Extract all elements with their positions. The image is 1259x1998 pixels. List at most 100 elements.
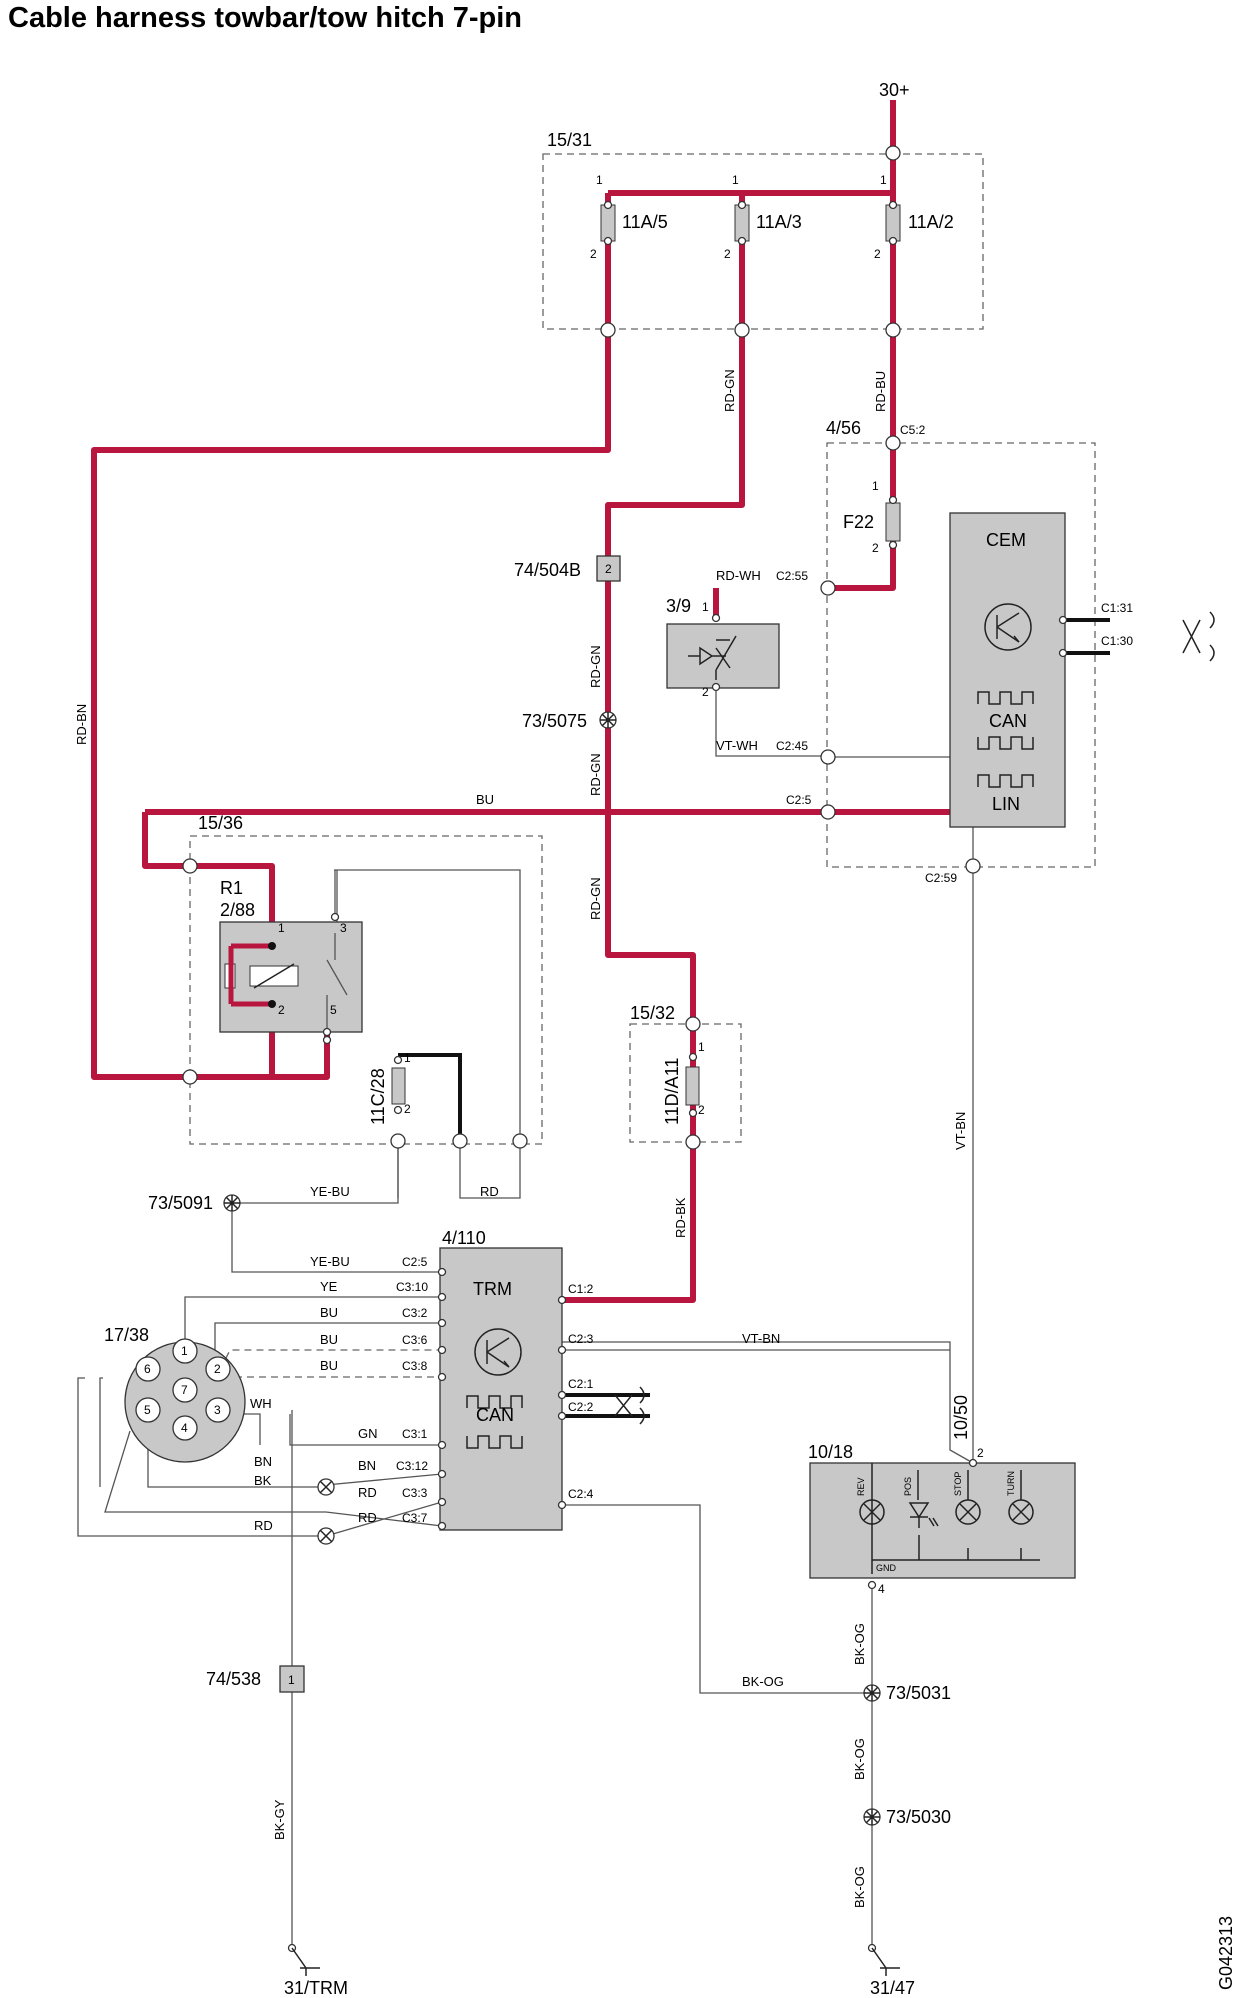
svg-text:30+: 30+ — [879, 80, 910, 100]
svg-text:GN: GN — [358, 1426, 378, 1441]
svg-text:2: 2 — [874, 247, 881, 261]
svg-text:F22: F22 — [843, 512, 874, 532]
svg-text:REV: REV — [856, 1477, 866, 1496]
svg-text:2: 2 — [605, 562, 612, 576]
splice-bn-bk-icon — [317, 1478, 335, 1496]
svg-text:2: 2 — [404, 1102, 411, 1116]
turn-lamp-icon — [1008, 1499, 1034, 1525]
svg-text:7: 7 — [181, 1383, 188, 1397]
fuse-11c28 — [391, 1067, 406, 1105]
cem-transistor-icon — [984, 603, 1032, 651]
svg-text:11C/28: 11C/28 — [368, 1068, 388, 1125]
fuse-11a3: 11A/3 — [734, 204, 802, 242]
figure-id: G042313 — [1216, 1916, 1236, 1990]
svg-text:RD: RD — [254, 1518, 273, 1533]
svg-text:1: 1 — [278, 921, 285, 935]
trm-can-twisted-pair-icon — [614, 1386, 645, 1425]
svg-text:31/TRM: 31/TRM — [284, 1978, 348, 1998]
svg-text:BU: BU — [320, 1305, 338, 1320]
can-waveform-icon — [977, 691, 1034, 705]
svg-text:C3:8: C3:8 — [402, 1359, 428, 1373]
svg-text:15/36: 15/36 — [198, 813, 243, 833]
svg-text:2: 2 — [702, 685, 709, 699]
svg-text:RD-BK: RD-BK — [673, 1197, 688, 1238]
svg-text:1: 1 — [880, 173, 887, 187]
svg-text:LIN: LIN — [992, 794, 1020, 814]
svg-text:VT-WH: VT-WH — [716, 738, 758, 753]
svg-text:2: 2 — [977, 1446, 984, 1460]
svg-text:1: 1 — [288, 1673, 295, 1687]
can-bus-twisted-pair-icon — [1182, 611, 1215, 662]
splice-73-5075-icon — [599, 711, 617, 729]
svg-text:17/38: 17/38 — [104, 1325, 149, 1345]
trm-can-waveform-icon — [466, 1395, 523, 1409]
lin-waveform-icon — [977, 774, 1034, 788]
svg-text:YE-BU: YE-BU — [310, 1184, 350, 1199]
svg-text:2/88: 2/88 — [220, 900, 255, 920]
svg-text:1: 1 — [872, 479, 879, 493]
ground-31-trm-icon — [291, 1947, 320, 1976]
splice-73-5091-icon — [223, 1194, 241, 1212]
svg-text:2: 2 — [590, 247, 597, 261]
connection-nodes — [182, 145, 1068, 1953]
svg-text:C2:59: C2:59 — [925, 871, 957, 885]
svg-text:74/538: 74/538 — [206, 1669, 261, 1689]
svg-text:C3:10: C3:10 — [396, 1280, 428, 1294]
cem-module: CEM CAN LIN — [949, 512, 1066, 828]
svg-text:10/18: 10/18 — [808, 1442, 853, 1462]
svg-text:BK-OG: BK-OG — [742, 1674, 784, 1689]
svg-text:RD-BU: RD-BU — [873, 371, 888, 412]
svg-text:10/50: 10/50 — [951, 1395, 971, 1440]
svg-text:YE-BU: YE-BU — [310, 1254, 350, 1269]
svg-text:STOP: STOP — [953, 1472, 963, 1496]
svg-text:YE: YE — [320, 1279, 338, 1294]
ground-31-47-icon — [871, 1947, 900, 1976]
splice-73-5031-icon — [863, 1684, 881, 1702]
svg-text:4/110: 4/110 — [442, 1228, 486, 1248]
svg-text:6: 6 — [144, 1362, 151, 1376]
svg-text:C2:5: C2:5 — [786, 793, 812, 807]
svg-text:1: 1 — [181, 1344, 188, 1358]
svg-text:RD-GN: RD-GN — [588, 877, 603, 920]
svg-text:4: 4 — [181, 1421, 188, 1435]
svg-text:C2:5: C2:5 — [402, 1255, 428, 1269]
svg-text:74/504B: 74/504B — [514, 560, 581, 580]
svg-text:2: 2 — [278, 1003, 285, 1017]
svg-text:C3:6: C3:6 — [402, 1333, 428, 1347]
svg-text:C1:2: C1:2 — [568, 1282, 594, 1296]
splice-markers — [223, 711, 881, 1826]
svg-text:4/56: 4/56 — [826, 418, 861, 438]
svg-text:R1: R1 — [220, 878, 243, 898]
svg-text:CAN: CAN — [476, 1405, 514, 1425]
svg-text:2: 2 — [698, 1103, 705, 1117]
socket-17-38: 1 2 3 4 5 6 7 — [124, 1338, 246, 1463]
svg-text:C2:1: C2:1 — [568, 1377, 594, 1391]
svg-text:2: 2 — [724, 247, 731, 261]
trm-module: TRM CAN — [439, 1247, 563, 1531]
svg-text:BN: BN — [254, 1454, 272, 1469]
svg-text:VT-BN: VT-BN — [953, 1112, 968, 1150]
svg-text:BK-OG: BK-OG — [852, 1738, 867, 1780]
svg-text:CEM: CEM — [986, 530, 1026, 550]
fuse-box-15-32-outline — [629, 1023, 742, 1143]
svg-text:BU: BU — [320, 1358, 338, 1373]
fuse-f22: F22 — [843, 502, 901, 542]
svg-text:RD-GN: RD-GN — [722, 369, 737, 412]
svg-text:2: 2 — [214, 1362, 221, 1376]
svg-text:BK-GY: BK-GY — [272, 1799, 287, 1840]
svg-text:2: 2 — [872, 541, 879, 555]
fuse-11a5: 11A/5 — [600, 204, 668, 242]
svg-text:C1:31: C1:31 — [1101, 601, 1133, 615]
splice-rd-icon — [317, 1527, 335, 1545]
splice-73-5030-icon — [863, 1808, 881, 1826]
svg-text:C2:3: C2:3 — [568, 1332, 594, 1346]
svg-text:VT-BN: VT-BN — [742, 1331, 780, 1346]
lamp-module-10-18: REV POS STOP TURN GND — [809, 1462, 1076, 1579]
svg-text:RD-BN: RD-BN — [74, 704, 89, 745]
component-labels: 30+ 15/31 4/56 74/504B 3/9 73/5075 15/36… — [104, 80, 1236, 1998]
connector-74-504b: 2 — [596, 555, 621, 582]
svg-text:73/5030: 73/5030 — [886, 1807, 951, 1827]
switch-3-9 — [666, 623, 780, 689]
svg-text:RD-GN: RD-GN — [588, 645, 603, 688]
svg-text:73/5031: 73/5031 — [886, 1683, 951, 1703]
